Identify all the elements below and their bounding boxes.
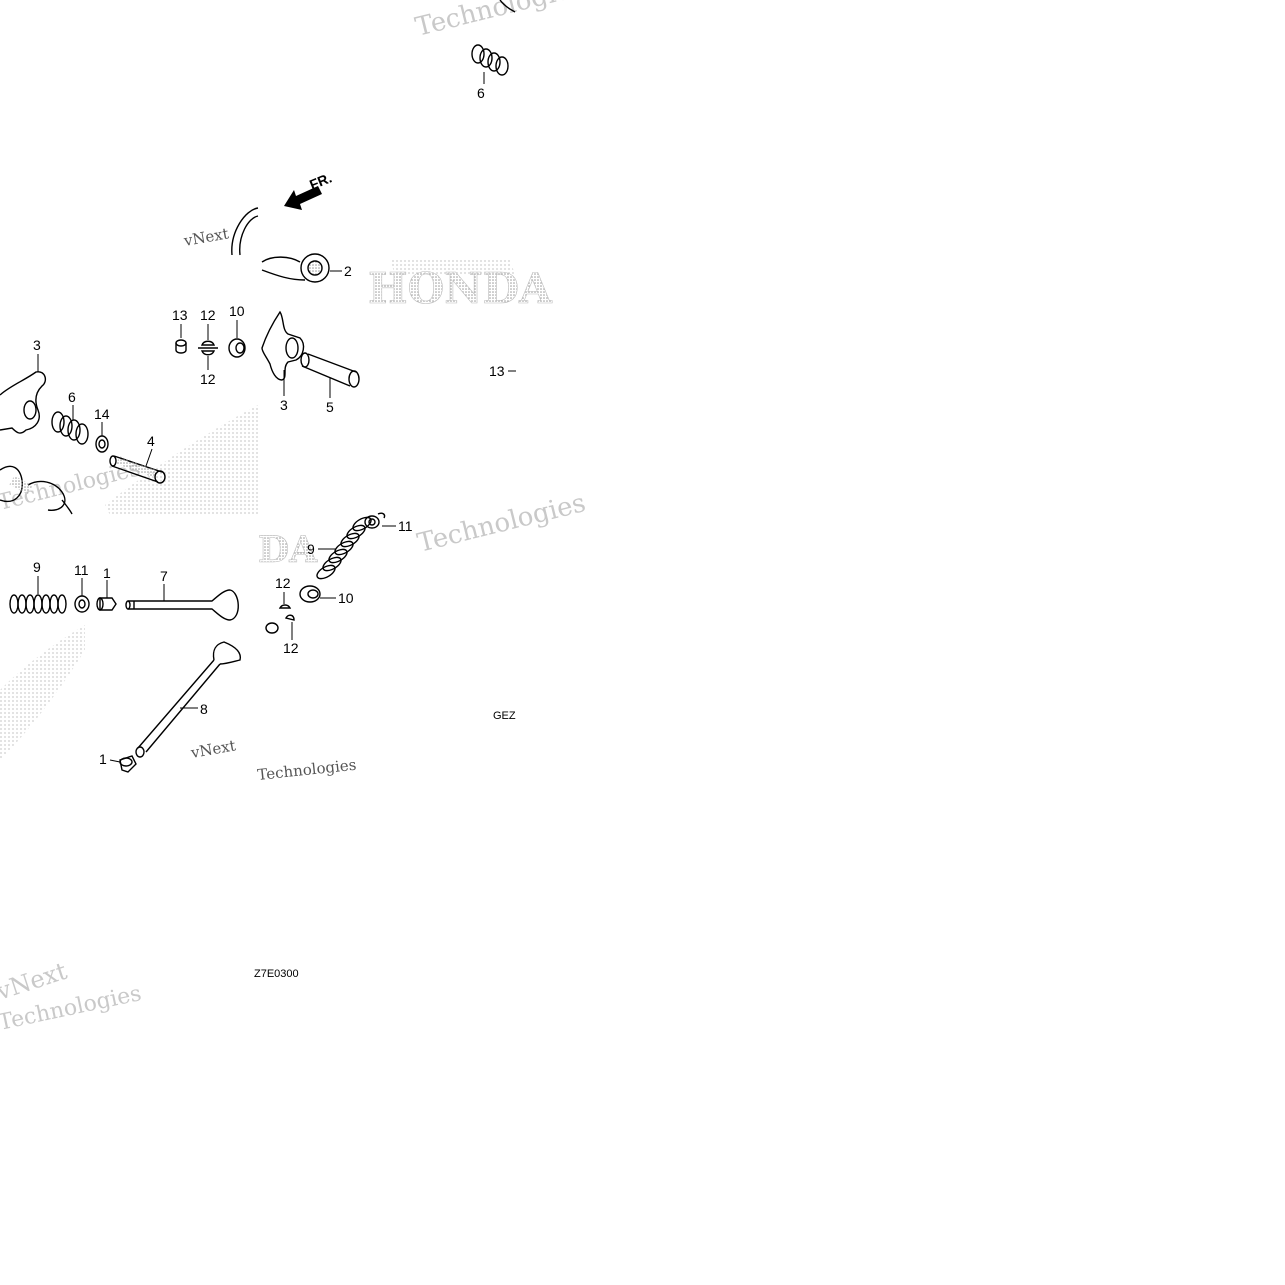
part-spring-9-right <box>316 516 372 580</box>
callout-labels: 6 2 13 12 10 12 3 6 14 4 3 5 13 9 11 1 7… <box>33 85 505 767</box>
callout-label: 13 <box>172 307 188 323</box>
watermark-text: Technologies <box>412 0 586 43</box>
callout-label: 2 <box>344 263 352 279</box>
watermark-layer: Technologies Technologies vNext vNext Te… <box>0 0 589 1036</box>
part-washer-14 <box>95 435 109 453</box>
part-stem-seal-1-left <box>96 597 117 611</box>
leader-lines <box>37 72 516 763</box>
diagram-code: GEZ <box>493 710 516 722</box>
part-shaft-4 <box>109 455 166 484</box>
callout-label: 11 <box>74 562 89 578</box>
part-cotter-12-right <box>278 604 295 621</box>
callout-label: 10 <box>338 590 354 606</box>
callout-label: 12 <box>200 371 216 387</box>
part-retainer-10-top <box>228 338 246 358</box>
part-spring-seat-11-left <box>74 595 90 613</box>
callout-label: 11 <box>398 518 413 534</box>
watermark-wing <box>390 258 515 276</box>
part-spring-9-left <box>9 594 67 614</box>
watermark-text: Technologies <box>414 488 588 559</box>
callout-label: 1 <box>103 565 111 581</box>
callout-label: 9 <box>33 559 41 575</box>
part-spring-6-top <box>471 0 516 76</box>
part-cap-13-right <box>265 622 279 634</box>
watermark-text: vNext <box>182 224 230 250</box>
part-valve-7 <box>125 589 239 621</box>
callout-label: 12 <box>283 640 299 656</box>
callout-label: 10 <box>229 303 245 319</box>
watermark-text: vNext <box>189 736 237 762</box>
watermark-text: Technologies <box>257 756 358 784</box>
part-shaft-5 <box>300 352 360 388</box>
part-cotter-12-top <box>198 340 218 356</box>
part-stem-seal-1-bottom <box>119 755 137 773</box>
part-spring-6-mid <box>51 411 89 445</box>
watermark-wing <box>105 405 258 515</box>
callout-label: 13 <box>489 363 505 379</box>
callout-label: 6 <box>477 85 485 101</box>
watermark-logo-text: DA <box>258 529 318 571</box>
callout-label: 1 <box>99 751 107 767</box>
callout-label: 4 <box>147 433 155 449</box>
diagram-code: Z7E0300 <box>254 968 299 980</box>
callout-label: 14 <box>94 406 110 422</box>
part-camshaft-2 <box>231 207 330 283</box>
part-spring-seat-11-right <box>364 512 386 529</box>
callout-label: 6 <box>68 389 76 405</box>
callout-label: 3 <box>280 397 288 413</box>
callout-label: 9 <box>307 541 315 557</box>
part-valve-8 <box>135 641 241 758</box>
front-direction-arrow: FR. <box>284 169 334 210</box>
part-rocker-arm-3-right <box>261 310 305 381</box>
part-rocker-arm-3-left <box>0 371 47 434</box>
part-retainer-10-right <box>299 585 321 603</box>
direction-label: FR. <box>307 169 334 192</box>
callout-label: 5 <box>326 399 334 415</box>
callout-label: 12 <box>275 575 291 591</box>
callout-label: 3 <box>33 337 41 353</box>
callout-label: 8 <box>200 701 208 717</box>
part-camshaft-left <box>0 465 73 515</box>
callout-label: 7 <box>160 568 168 584</box>
arrow-icon <box>284 186 322 210</box>
part-cap-13-top <box>175 339 187 354</box>
watermark-wing <box>0 625 85 760</box>
callout-label: 12 <box>200 307 216 323</box>
